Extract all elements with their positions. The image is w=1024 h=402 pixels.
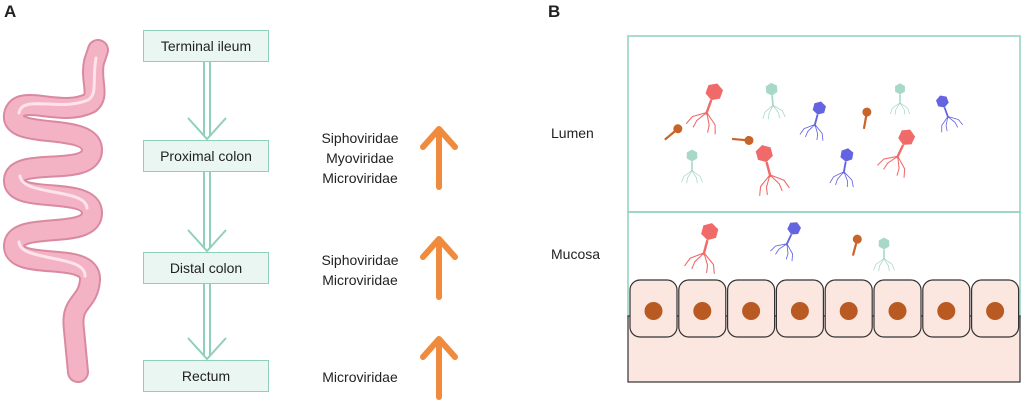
small-phage-icon xyxy=(731,135,754,145)
virus-name: Siphoviridae xyxy=(321,130,399,146)
epithelial-cells xyxy=(629,279,1020,338)
phage-icon xyxy=(685,83,723,135)
nucleus-icon xyxy=(986,302,1005,320)
phages xyxy=(664,82,964,274)
panel-letter-a: A xyxy=(4,2,17,21)
nucleus-icon xyxy=(790,302,809,320)
phage-icon xyxy=(873,237,895,272)
phage-icon xyxy=(681,149,703,184)
flow-arrows xyxy=(187,62,227,361)
step-distal-colon: Distal colon xyxy=(143,252,269,284)
epithelial-cell xyxy=(873,279,922,338)
phage-icon xyxy=(876,129,916,178)
phage-icon xyxy=(829,148,854,188)
small-phage-icon xyxy=(851,234,862,256)
nucleus-icon xyxy=(888,302,907,320)
virus-name: Microviridae xyxy=(322,170,398,186)
phage-icon xyxy=(770,222,801,262)
epithelial-cell xyxy=(678,279,727,338)
nucleus-icon xyxy=(839,302,858,320)
epithelial-cell xyxy=(824,279,873,338)
virus-name: Microviridae xyxy=(322,272,398,288)
epithelial-cell xyxy=(726,279,776,338)
virus-name: Myoviridae xyxy=(326,150,394,166)
epithelial-cell xyxy=(629,279,678,338)
small-phage-icon xyxy=(862,107,872,130)
nucleus-icon xyxy=(937,302,956,320)
intestine-icon xyxy=(3,39,109,383)
increase-list-distal: Siphoviridae Microviridae xyxy=(296,250,424,290)
phage-icon xyxy=(755,145,790,196)
phage-icon xyxy=(889,83,911,115)
epithelial-cell xyxy=(922,279,971,338)
phage-icon xyxy=(936,95,964,133)
increase-arrows xyxy=(420,126,458,400)
small-phage-icon xyxy=(664,124,683,141)
step-rectum: Rectum xyxy=(143,360,269,392)
flow-arrow-1 xyxy=(187,62,227,141)
flow-arrow-2 xyxy=(187,172,227,253)
step-terminal-ileum: Terminal ileum xyxy=(143,30,269,62)
increase-arrow-1 xyxy=(420,126,458,190)
increase-arrow-3 xyxy=(420,336,458,400)
virus-name: Siphoviridae xyxy=(321,252,399,268)
virus-name: Microviridae xyxy=(322,369,398,385)
phage-icon xyxy=(762,82,786,120)
increase-list-proximal: Siphoviridae Myoviridae Microviridae xyxy=(296,128,424,188)
panel-letter-b: B xyxy=(548,2,561,21)
nucleus-icon xyxy=(644,302,663,320)
lumen-label: Lumen xyxy=(551,125,594,141)
nucleus-icon xyxy=(742,302,761,320)
flow-arrow-3 xyxy=(187,284,227,361)
epithelial-cell xyxy=(775,279,825,338)
epithelial-cell xyxy=(970,279,1020,338)
increase-arrow-2 xyxy=(420,236,458,300)
step-proximal-colon: Proximal colon xyxy=(143,140,269,172)
phage-icon xyxy=(684,223,719,274)
nucleus-icon xyxy=(693,302,712,320)
mucosa-label: Mucosa xyxy=(551,246,601,262)
increase-list-rectum: Microviridae xyxy=(296,367,424,387)
phage-icon xyxy=(799,101,826,141)
